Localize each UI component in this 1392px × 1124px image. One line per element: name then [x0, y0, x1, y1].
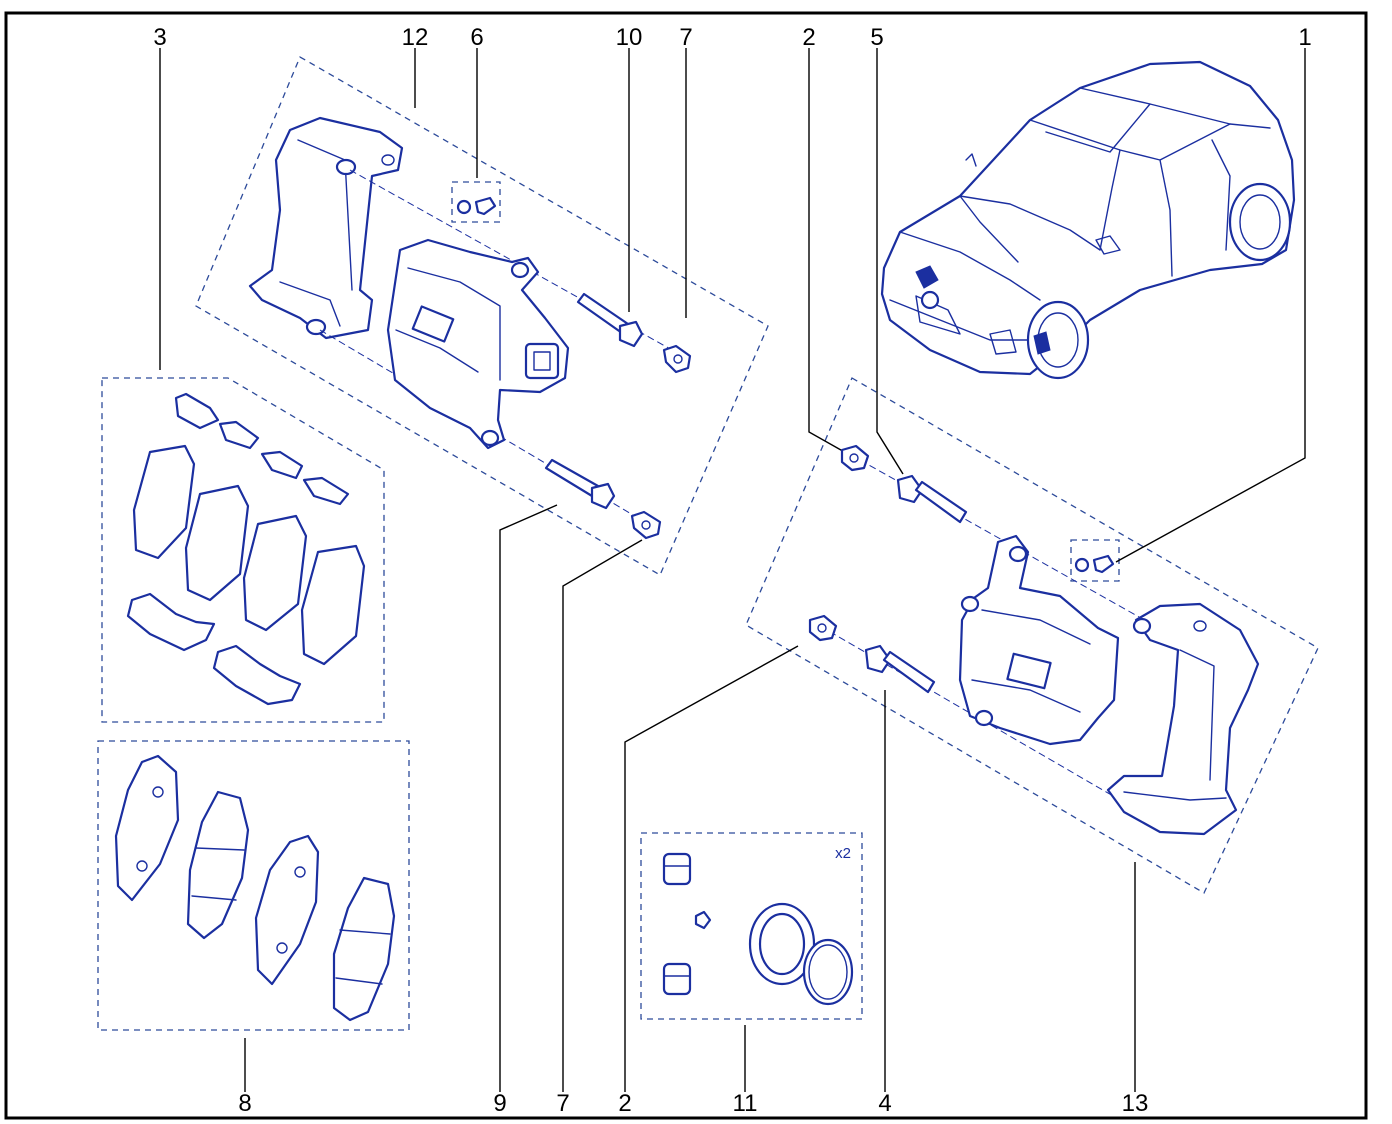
callout-2-bottom: 2: [618, 1090, 631, 1117]
group-outline-seal-kit: [640, 832, 863, 1020]
group-outline-fitting-kit: [101, 377, 385, 723]
seal-kit: [662, 852, 854, 1006]
pad-fitting-kit: [126, 392, 366, 706]
left-caliper-body: [386, 238, 570, 450]
brake-pads-set: [114, 754, 396, 1022]
leader-2-bottom: [624, 645, 799, 1092]
right-bleed-screw: [1074, 554, 1115, 574]
right-bolt-upper: [840, 444, 870, 472]
group-outline-bleed-screw-left: [451, 181, 501, 223]
left-guide-pin-lower: [544, 458, 616, 510]
group-outline-brake-pads: [97, 740, 410, 1031]
left-guide-pin-upper: [576, 292, 644, 348]
right-guide-pin-upper: [896, 474, 968, 524]
right-bolt-lower: [808, 614, 838, 642]
leader-9: [499, 504, 558, 1092]
callout-13: 13: [1122, 1090, 1149, 1117]
callout-8: 8: [238, 1090, 251, 1117]
diagram-frame: [4, 11, 1368, 1120]
callout-11: 11: [733, 1090, 758, 1117]
left-bleed-screw: [456, 196, 497, 216]
seal-kit-quantity: x2: [835, 845, 851, 862]
callout-5: 5: [870, 24, 883, 51]
callout-7-top: 7: [679, 24, 692, 51]
leader-2-top: [808, 48, 849, 455]
callout-2-top: 2: [802, 24, 815, 51]
right-caliper-bracket: [1106, 602, 1260, 836]
callout-10: 10: [616, 24, 643, 51]
left-bolt-lower: [630, 510, 662, 540]
callout-7-bottom: 7: [556, 1090, 569, 1117]
group-outline-right-caliper: [745, 377, 1319, 894]
leader-1: [1115, 48, 1306, 563]
callout-6: 6: [470, 24, 483, 51]
leader-5: [876, 48, 904, 475]
callout-9: 9: [493, 1090, 506, 1117]
callout-3: 3: [153, 24, 166, 51]
callout-12: 12: [402, 24, 429, 51]
left-bolt-upper: [662, 344, 692, 374]
callout-4: 4: [878, 1090, 891, 1117]
right-caliper-body: [958, 534, 1120, 746]
callout-1: 1: [1298, 24, 1311, 51]
vehicle-illustration: [880, 60, 1296, 380]
leader-7-bottom: [562, 539, 643, 1092]
left-caliper-bracket: [248, 116, 404, 340]
right-guide-pin-lower: [864, 644, 936, 694]
